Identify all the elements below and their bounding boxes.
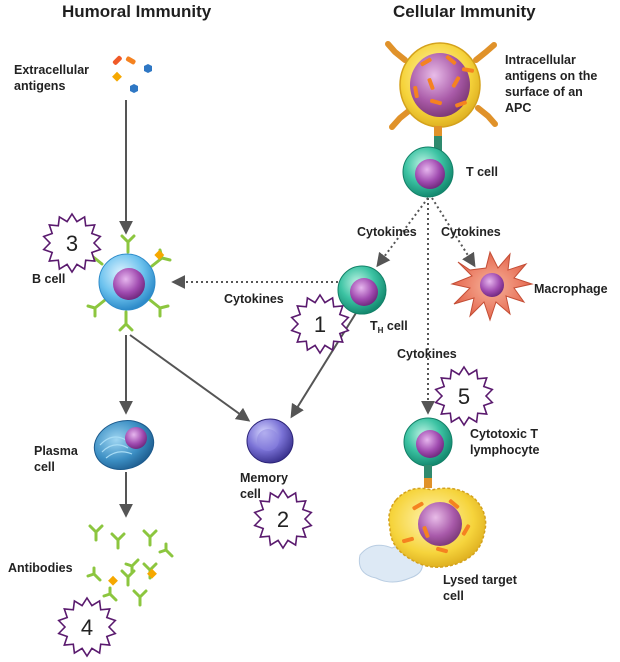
macrophage xyxy=(450,250,534,322)
arrow-bcell-to-memory xyxy=(129,334,251,422)
lysed-target-cell xyxy=(358,487,487,583)
arrow-tcell-to-th-dotted xyxy=(376,197,429,268)
svg-text:3: 3 xyxy=(66,231,78,256)
th-cell xyxy=(337,265,387,315)
antibodies xyxy=(86,524,174,607)
t-cell xyxy=(402,146,454,198)
label-intracellular-1: Intracellular xyxy=(505,53,576,67)
label-lysed-cell: cell xyxy=(443,589,464,603)
arrow-tcell-to-macrophage-dotted xyxy=(431,197,476,268)
star-badge-shape xyxy=(57,596,117,658)
label-extracellular: Extracellular xyxy=(14,63,89,77)
label-b-cell: B cell xyxy=(32,272,65,286)
label-t-cell: T cell xyxy=(466,165,498,179)
label-cytotoxic-t: Cytotoxic T xyxy=(470,427,538,441)
svg-text:2: 2 xyxy=(277,507,289,532)
star-badge-shape xyxy=(42,212,102,274)
label-th-cell: TH cell xyxy=(370,319,408,335)
svg-text:5: 5 xyxy=(458,384,470,409)
svg-text:1: 1 xyxy=(314,312,326,337)
cellular-immunity-heading: Cellular Immunity xyxy=(393,2,536,21)
label-plasma: Plasma xyxy=(34,444,79,458)
label-memory: Memory xyxy=(240,471,288,485)
badge-2: 2 xyxy=(253,488,313,550)
apc-cell xyxy=(385,41,498,152)
label-intracellular-3: surface of an xyxy=(505,85,583,99)
label-intracellular-4: APC xyxy=(505,101,531,115)
cytotoxic-t-lymphocyte xyxy=(403,417,453,488)
label-antigens: antigens xyxy=(14,79,65,93)
label-cytokines-tcell-cytotoxic: Cytokines xyxy=(397,347,457,361)
label-antibodies: Antibodies xyxy=(8,561,73,575)
badge-5: 5 xyxy=(434,365,494,427)
badge-1: 1 xyxy=(290,293,350,355)
extracellular-antigens xyxy=(112,55,152,93)
label-lysed-target: Lysed target xyxy=(443,573,518,587)
memory-cell xyxy=(246,418,294,464)
label-cytokines-tcell-th: Cytokines xyxy=(357,225,417,239)
label-macrophage: Macrophage xyxy=(534,282,608,296)
label-cytokines-tcell-macrophage: Cytokines xyxy=(441,225,501,239)
svg-text:4: 4 xyxy=(81,615,93,640)
star-badge-shape xyxy=(434,365,494,427)
humoral-immunity-heading: Humoral Immunity xyxy=(62,2,212,21)
b-cell xyxy=(84,234,172,332)
label-lymphocyte: lymphocyte xyxy=(470,443,540,457)
badge-4: 4 xyxy=(57,596,117,658)
label-plasma-cell: cell xyxy=(34,460,55,474)
plasma-cell xyxy=(93,420,155,470)
star-badge-shape xyxy=(290,293,350,355)
badge-3: 3 xyxy=(42,212,102,274)
label-cytokines-th-bcell: Cytokines xyxy=(224,292,284,306)
star-badge-shape xyxy=(253,488,313,550)
label-intracellular-2: antigens on the xyxy=(505,69,597,83)
label-memory-cell: cell xyxy=(240,487,261,501)
